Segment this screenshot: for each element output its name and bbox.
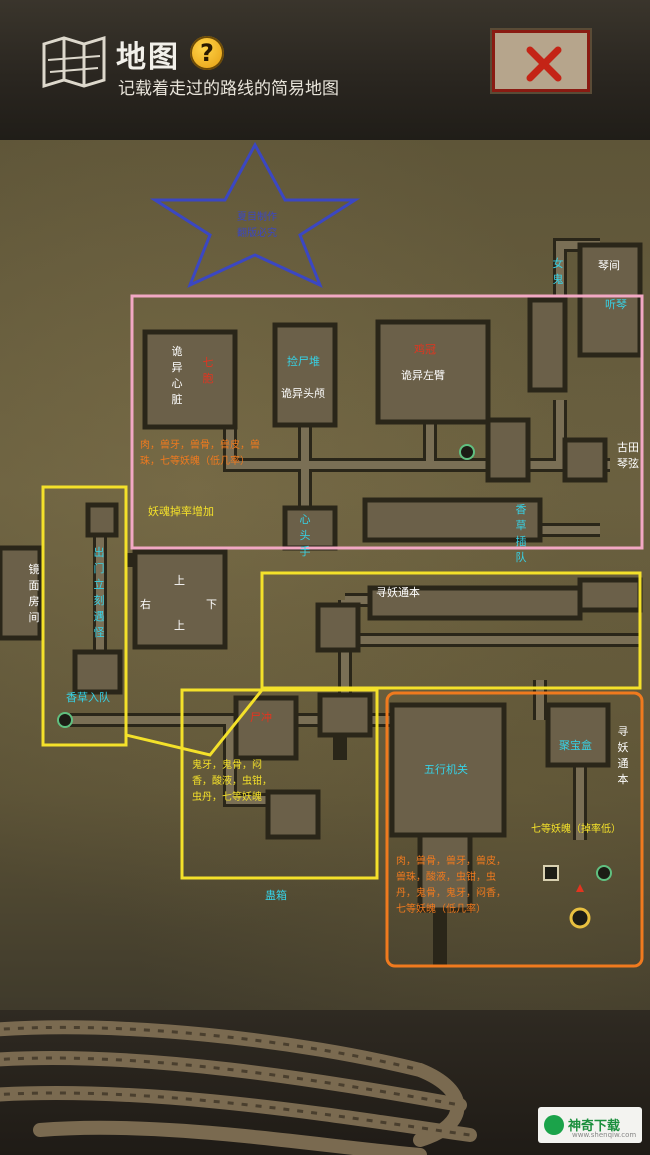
label-red-top[interactable]: 鸡冠 (414, 343, 436, 356)
question-icon[interactable]: ? (190, 36, 224, 70)
highlight-zone-yellow-center (180, 688, 379, 880)
label-xiangcao-rudui[interactable]: 香草入队 (66, 691, 110, 704)
highlight-zone-pink (130, 294, 644, 550)
label-guiyi-xinzang[interactable]: 诡异心脏 (171, 345, 183, 406)
rope-decoration (0, 1020, 477, 1155)
label-xunyao-tongben-2[interactable]: 寻妖通本 (617, 725, 629, 786)
rooms (0, 242, 643, 913)
drops-orange-zone: 肉，兽骨，兽牙，兽皮，兽珠，酸液，虫钳，虫丹，鬼骨，鬼牙，闷香，七等妖魄（低几率… (396, 856, 506, 915)
watermark-badge: 神奇下载 www.shenqiw.com (538, 1107, 642, 1143)
label-down: 下 (206, 598, 217, 611)
map-icon (42, 35, 106, 88)
label-heart-red[interactable]: 七胞 (202, 356, 214, 385)
label-shiduidui[interactable]: 捡尸堆 (287, 355, 320, 368)
watermark-url: www.shenqiw.com (572, 1131, 637, 1139)
label-wuxing-jiguan[interactable]: 五行机关 (424, 763, 468, 776)
page-subtitle: 记载着走过的路线的简易地图 (118, 79, 339, 99)
drops-pink-zone: 肉，兽牙，兽骨，兽皮，兽珠，七等妖魄（低几率） (140, 440, 260, 467)
label-qideng-yaopo: 七等妖魄（掉率低） (531, 824, 621, 835)
label-shichong[interactable]: 尸冲 (250, 711, 272, 724)
label-xunyao-tongben[interactable]: 寻妖通本 (376, 586, 420, 599)
map-markers (57, 444, 612, 929)
label-right: 右 (140, 598, 151, 611)
highlight-zone-yellow-right (260, 571, 642, 690)
label-xintou[interactable]: 心头手 (299, 513, 311, 558)
label-guiyi-toulu[interactable]: 诡异头颅 (281, 387, 325, 400)
label-xiangcao-chadui[interactable]: 香草插队 (515, 503, 527, 564)
label-up-1: 上 (174, 574, 185, 587)
highlight-zone-yellow-left (41, 485, 128, 747)
callout-lines (125, 689, 264, 757)
label-tingqin[interactable]: 听琴 (605, 298, 627, 311)
signature-text: 夏目制作 翻版必究 (237, 212, 277, 239)
page-title: 地图 (116, 40, 180, 75)
map-parchment (0, 140, 650, 1010)
drops-yellow-zone: 鬼牙，鬼骨，闷香，酸液，虫钳，虫丹，七等妖魄 (192, 760, 272, 803)
header-bar: 地图 ? 记载着走过的路线的简易地图 (0, 0, 650, 140)
watermark-text: 神奇下载 (568, 1119, 621, 1134)
watermark-logo-icon (544, 1115, 564, 1135)
close-x-icon (526, 46, 562, 82)
label-chuijian[interactable]: 琴间 (598, 259, 620, 272)
signature-star (149, 141, 361, 288)
label-nuer[interactable]: 女鬼 (552, 257, 564, 286)
label-yaohun-rate: 妖魂掉率增加 (148, 505, 214, 518)
label-jubao-he[interactable]: 聚宝盒 (559, 739, 592, 752)
label-gutian-qinxian[interactable]: 古田琴弦 (617, 441, 639, 470)
highlight-zone-orange (385, 691, 644, 968)
close-button[interactable] (492, 30, 590, 92)
label-up-2: 上 (174, 619, 185, 632)
label-guxiang[interactable]: 蛊箱 (265, 889, 287, 902)
label-guiyi-zuobi[interactable]: 诡异左臂 (401, 369, 445, 382)
label-chumen-ke[interactable]: 出门立刻遇怪 (93, 546, 105, 639)
label-jingmian-fangjian[interactable]: 镜面房间 (28, 563, 40, 624)
